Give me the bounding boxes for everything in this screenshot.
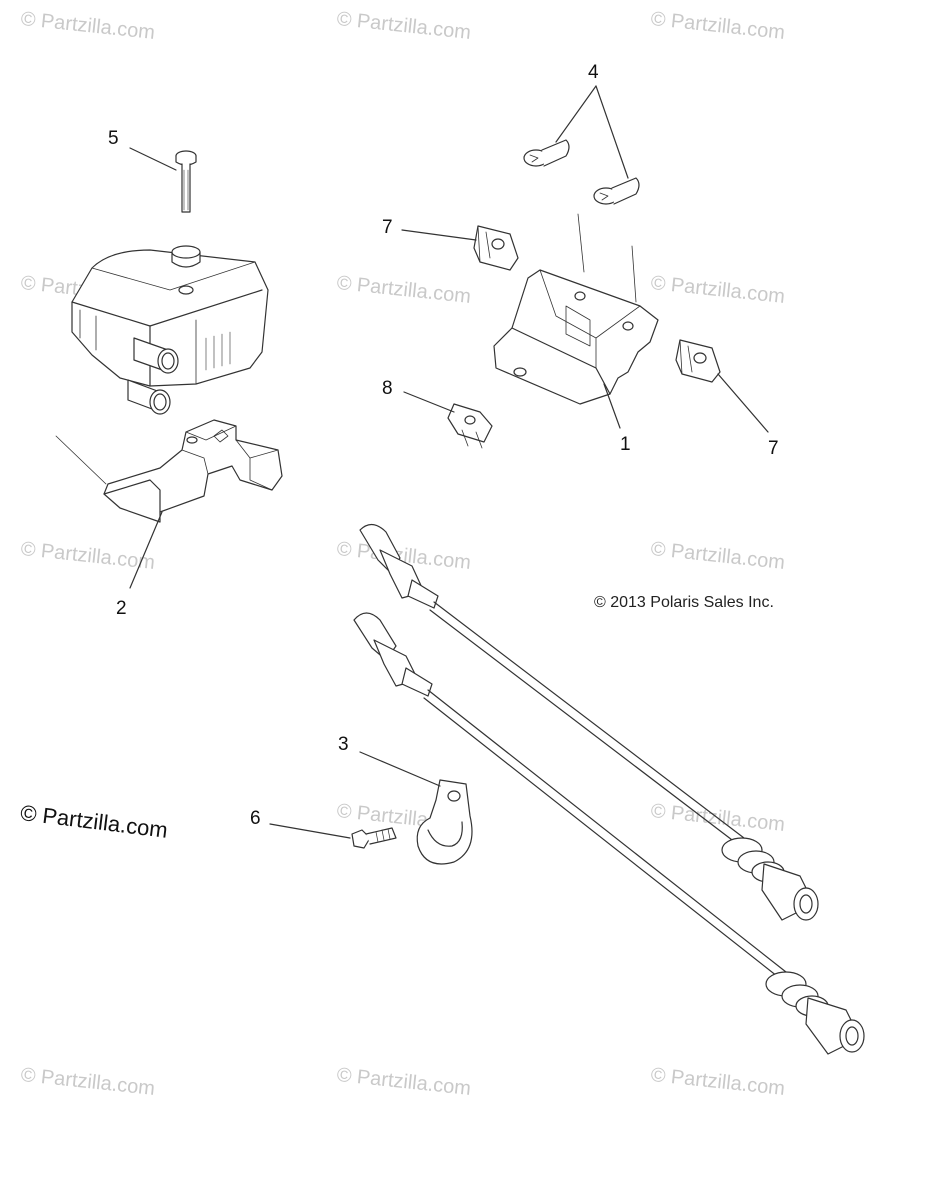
screw-part-4b [593, 177, 640, 205]
callout-2: 2 [116, 598, 127, 619]
callout-7: 7 [382, 217, 393, 238]
leader-1b [631, 245, 637, 303]
callout-8: 8 [382, 378, 393, 399]
leader-2 [129, 511, 163, 589]
cable-lower-boot [765, 971, 865, 1055]
callout-5: 5 [108, 128, 119, 149]
cable-upper-boot [721, 837, 819, 921]
sensor-cable-lower [353, 612, 865, 1055]
clip-nut-part-7b [675, 339, 721, 383]
leader-3 [359, 751, 441, 787]
ignition-module [71, 245, 269, 415]
callout-3: 3 [338, 734, 349, 755]
leader-5 [129, 147, 177, 171]
callout-1: 1 [620, 434, 631, 455]
leader-1a [577, 213, 585, 273]
p-clamp-part-3 [416, 779, 473, 865]
leader-4b [595, 85, 629, 179]
bracket-part-2 [103, 419, 283, 523]
callout-7: 7 [768, 438, 779, 459]
callout-4: 4 [588, 62, 599, 83]
callout-6: 6 [250, 808, 261, 829]
screw-part-4a [523, 139, 570, 167]
module-port-upper [133, 337, 179, 374]
clip-part-8 [447, 403, 493, 449]
leader-1 [603, 383, 621, 429]
leader-7a [401, 229, 477, 241]
mount-bracket-part-1 [493, 269, 659, 405]
sensor-cable-upper [359, 523, 819, 921]
leader-6 [269, 823, 351, 839]
module-port-lower [127, 379, 171, 415]
clip-nut-part-7a [473, 225, 519, 271]
screw-part-5 [175, 150, 197, 213]
leader-8 [403, 391, 455, 413]
leader-bracket-ext [55, 435, 107, 485]
leader-4a [555, 85, 597, 143]
bolt-part-6 [351, 827, 397, 849]
leader-7b [717, 373, 769, 433]
copyright-notice: © 2013 Polaris Sales Inc. [594, 594, 774, 611]
